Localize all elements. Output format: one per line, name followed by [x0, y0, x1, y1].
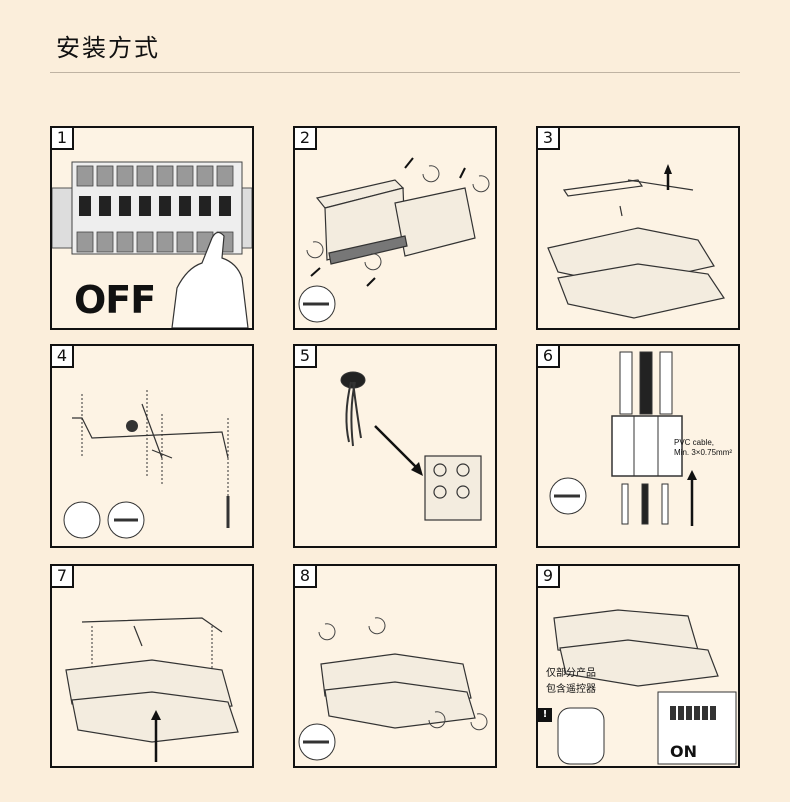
- step-number: 3: [538, 128, 560, 150]
- lamp-removal-diagram: [298, 157, 490, 323]
- cable-note-line1: PVC cable,: [674, 438, 715, 447]
- rotate-arrow-icon: [306, 165, 490, 271]
- up-arrow-icon: [151, 710, 161, 720]
- remote-note-line2: 包含遥控器: [546, 684, 596, 695]
- terminal-block-diagram: [549, 351, 697, 526]
- warning-icon: !: [538, 708, 552, 722]
- step-8-panel: 8: [293, 564, 497, 768]
- step-5-panel: 5: [293, 344, 497, 548]
- remote-note: 仅部分产品 包含遥控器: [546, 666, 596, 698]
- step-number: 2: [295, 128, 317, 150]
- step-number: 4: [52, 346, 74, 368]
- cable-note: PVC cable, Min. 3×0.75mm²: [674, 438, 732, 458]
- on-label: ON: [670, 742, 697, 761]
- step-number: 8: [295, 566, 317, 588]
- step-number: 5: [295, 346, 317, 368]
- lamp-attachment-diagram: [65, 617, 239, 762]
- remote-note-line1: 仅部分产品: [546, 668, 596, 679]
- step-6-panel: 6 PVC cable, Min. 3×0.75mm²: [536, 344, 740, 548]
- remote-control-icon: [557, 707, 605, 765]
- up-arrow-icon: [664, 164, 672, 174]
- step-number: 6: [538, 346, 560, 368]
- step-1-panel: 1 OFF: [50, 126, 254, 330]
- hand-icon: [171, 231, 249, 328]
- title-divider: [50, 72, 740, 73]
- up-arrow-icon: [687, 470, 697, 480]
- cable-note-line2: Min. 3×0.75mm²: [674, 448, 733, 457]
- screw-tightening-diagram: [298, 617, 488, 761]
- rotate-arrow-icon: [318, 617, 488, 731]
- page-title: 安装方式: [56, 34, 160, 62]
- step-7-panel: 7: [50, 564, 254, 768]
- bracket-mounting-diagram: [63, 390, 230, 539]
- finished-lamp-diagram: [553, 609, 737, 765]
- step-4-panel: 4: [50, 344, 254, 548]
- bracket-removal-diagram: [547, 164, 725, 319]
- step-2-panel: 2: [293, 126, 497, 330]
- cable-diagram: [340, 371, 482, 521]
- step-number: 9: [538, 566, 560, 588]
- step-number: 1: [52, 128, 74, 150]
- off-label: OFF: [74, 278, 156, 322]
- breaker-icon: [52, 161, 252, 328]
- step-9-panel: 9 仅部分产品 包含遥控器 ! ON: [536, 564, 740, 768]
- step-3-panel: 3: [536, 126, 740, 330]
- step-number: 7: [52, 566, 74, 588]
